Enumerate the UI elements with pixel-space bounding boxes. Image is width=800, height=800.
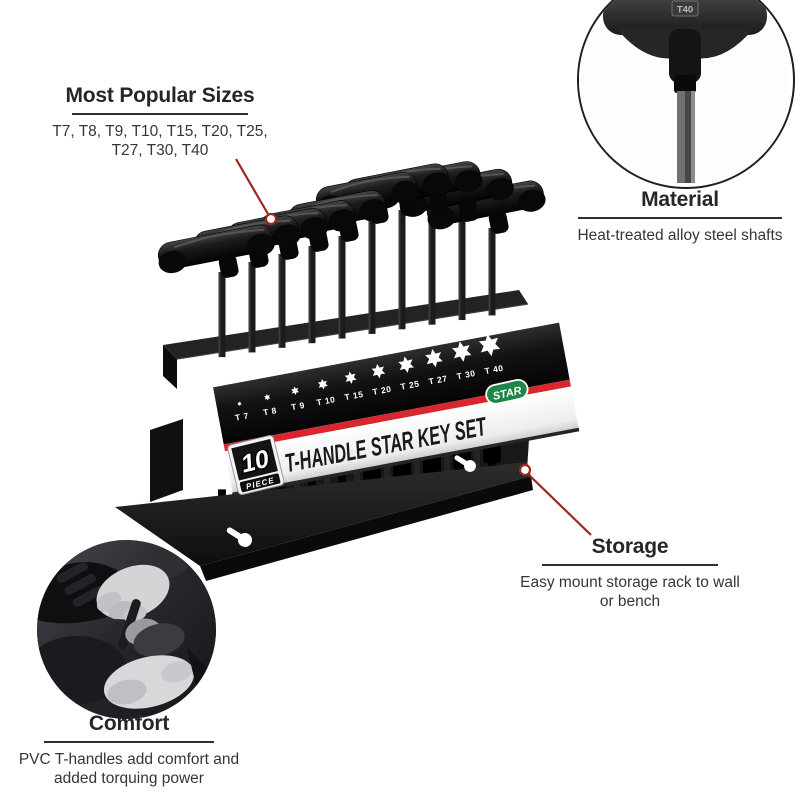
rack-fin (474, 439, 480, 482)
storage-base-top (115, 462, 531, 566)
torx-star-row: T 7 T 8 T 9 T 10 T 15 T 20 T 25 T 27 T 30 T 40 (234, 333, 505, 423)
material-rule (578, 217, 782, 219)
size-label: T 25 (400, 378, 421, 391)
comfort-title: Comfort (88, 712, 170, 735)
closeup-handle-wing-right (689, 27, 753, 59)
rack-title-band (224, 386, 580, 495)
rack-shelf-lip (163, 345, 177, 389)
size-label: T 10 (316, 394, 337, 407)
comfort-line-1: PVC T-handles add comfort and (18, 751, 240, 768)
callout-most-popular-sizes: Most Popular Sizes T7, T8, T9, T10, T15,… (40, 84, 280, 161)
closeup-handle-bar (603, 0, 767, 35)
rack-fin (444, 446, 450, 489)
torx-star-icon (264, 394, 271, 401)
rack-fin (414, 452, 420, 495)
rack-red-stripe (223, 379, 571, 452)
mounting-keyhole-right (454, 455, 476, 472)
torx-star-icon (371, 364, 386, 379)
rack-left-rail (150, 419, 183, 502)
key-handles (157, 161, 546, 278)
torx-star-icon (344, 371, 357, 384)
storage-rule (542, 564, 718, 566)
key-shaft-highlight (278, 254, 281, 348)
most-popular-sizes-line-2: T27, T30, T40 (111, 142, 209, 160)
most-popular-sizes-title: Most Popular Sizes (65, 84, 255, 107)
key-shaft-highlight (248, 262, 251, 353)
key-shaft (248, 262, 256, 353)
key-shaft-highlight (488, 228, 491, 316)
dark-corner (187, 648, 209, 690)
torx-star-icon (291, 386, 300, 395)
storage-line-2: or bench (599, 593, 661, 611)
size-label: T 9 (290, 400, 305, 412)
torx-star-icon (478, 333, 501, 357)
closeup-handle-neck (669, 29, 701, 83)
panel-black-area (213, 322, 570, 445)
size-label: T 40 (484, 363, 505, 376)
torx-star-icon (452, 341, 472, 362)
key-shaft-highlight (398, 210, 401, 330)
size-label: T 8 (262, 405, 277, 417)
key-shaft (368, 218, 376, 334)
inset-comfort-photo (37, 540, 216, 719)
material-line-1: Heat-treated alloy steel shafts (577, 227, 783, 244)
comfort-line-2: added torquing power (54, 770, 204, 788)
part-dark (133, 623, 185, 657)
tool-shaft (118, 599, 141, 650)
inset-material-photo: T40 (577, 0, 795, 189)
key-shaft (218, 272, 226, 358)
size-label: T 20 (372, 384, 393, 397)
closeup-handle-wing-left (617, 27, 681, 59)
size-label: T 15 (344, 389, 365, 402)
callout-storage: Storage Easy mount storage rack to wall … (518, 535, 742, 612)
callout-comfort: Comfort PVC T-handles add comfort and ad… (18, 712, 240, 789)
size-stamp-plate (671, 0, 699, 17)
torx-star-icon (317, 379, 328, 390)
comfort-usage-photo (37, 540, 216, 719)
key-shaft (308, 246, 316, 344)
t-handle (157, 224, 275, 278)
size-label: T 30 (456, 368, 477, 381)
storage-title: Storage (591, 535, 669, 558)
glove-bottom (103, 655, 195, 709)
key-shaft (338, 236, 346, 339)
hose-ribs (56, 561, 104, 607)
key-shaft-highlight (308, 246, 311, 344)
size-label: T 7 (234, 410, 249, 422)
storage-line-1: Easy mount storage rack to wall (520, 574, 740, 591)
t-handle-closeup: T40 (579, 0, 789, 185)
size-label: T 27 (428, 373, 449, 386)
torx-star-icon (425, 348, 443, 368)
key-shaft-highlight (428, 208, 431, 325)
closeup-hex-shaft (677, 91, 695, 185)
star-brand-badge: STAR (485, 378, 529, 405)
most-popular-sizes-line-1: T7, T8, T9, T10, T15, T20, T25, (52, 123, 268, 140)
band-bottom-shadow (232, 427, 580, 496)
key-shaft-highlight (368, 218, 371, 334)
rack-shelf-edge (176, 303, 529, 360)
key-shaft (278, 254, 286, 348)
key-shaft (458, 216, 466, 321)
torx-star-icon (237, 401, 242, 407)
piece-count-badge: 10 PIECE (227, 435, 285, 496)
size-stamp-label: T40 (677, 5, 693, 16)
torx-star-icon (398, 356, 415, 373)
material-title: Material (641, 188, 719, 211)
closeup-handle-collar (674, 75, 696, 93)
key-shaft-highlight (218, 272, 221, 358)
callout-material: Material Heat-treated alloy steel shafts (560, 188, 800, 245)
key-shafts (218, 208, 496, 358)
key-shaft (488, 228, 496, 316)
most-popular-sizes-rule (72, 113, 248, 115)
comfort-rule (44, 741, 214, 743)
key-shaft-highlight (338, 236, 341, 339)
key-shaft (398, 210, 406, 330)
key-shaft (428, 208, 436, 325)
mounting-keyhole-left (226, 527, 252, 547)
key-shaft-highlight (458, 216, 461, 321)
storage-base-front (200, 476, 533, 581)
